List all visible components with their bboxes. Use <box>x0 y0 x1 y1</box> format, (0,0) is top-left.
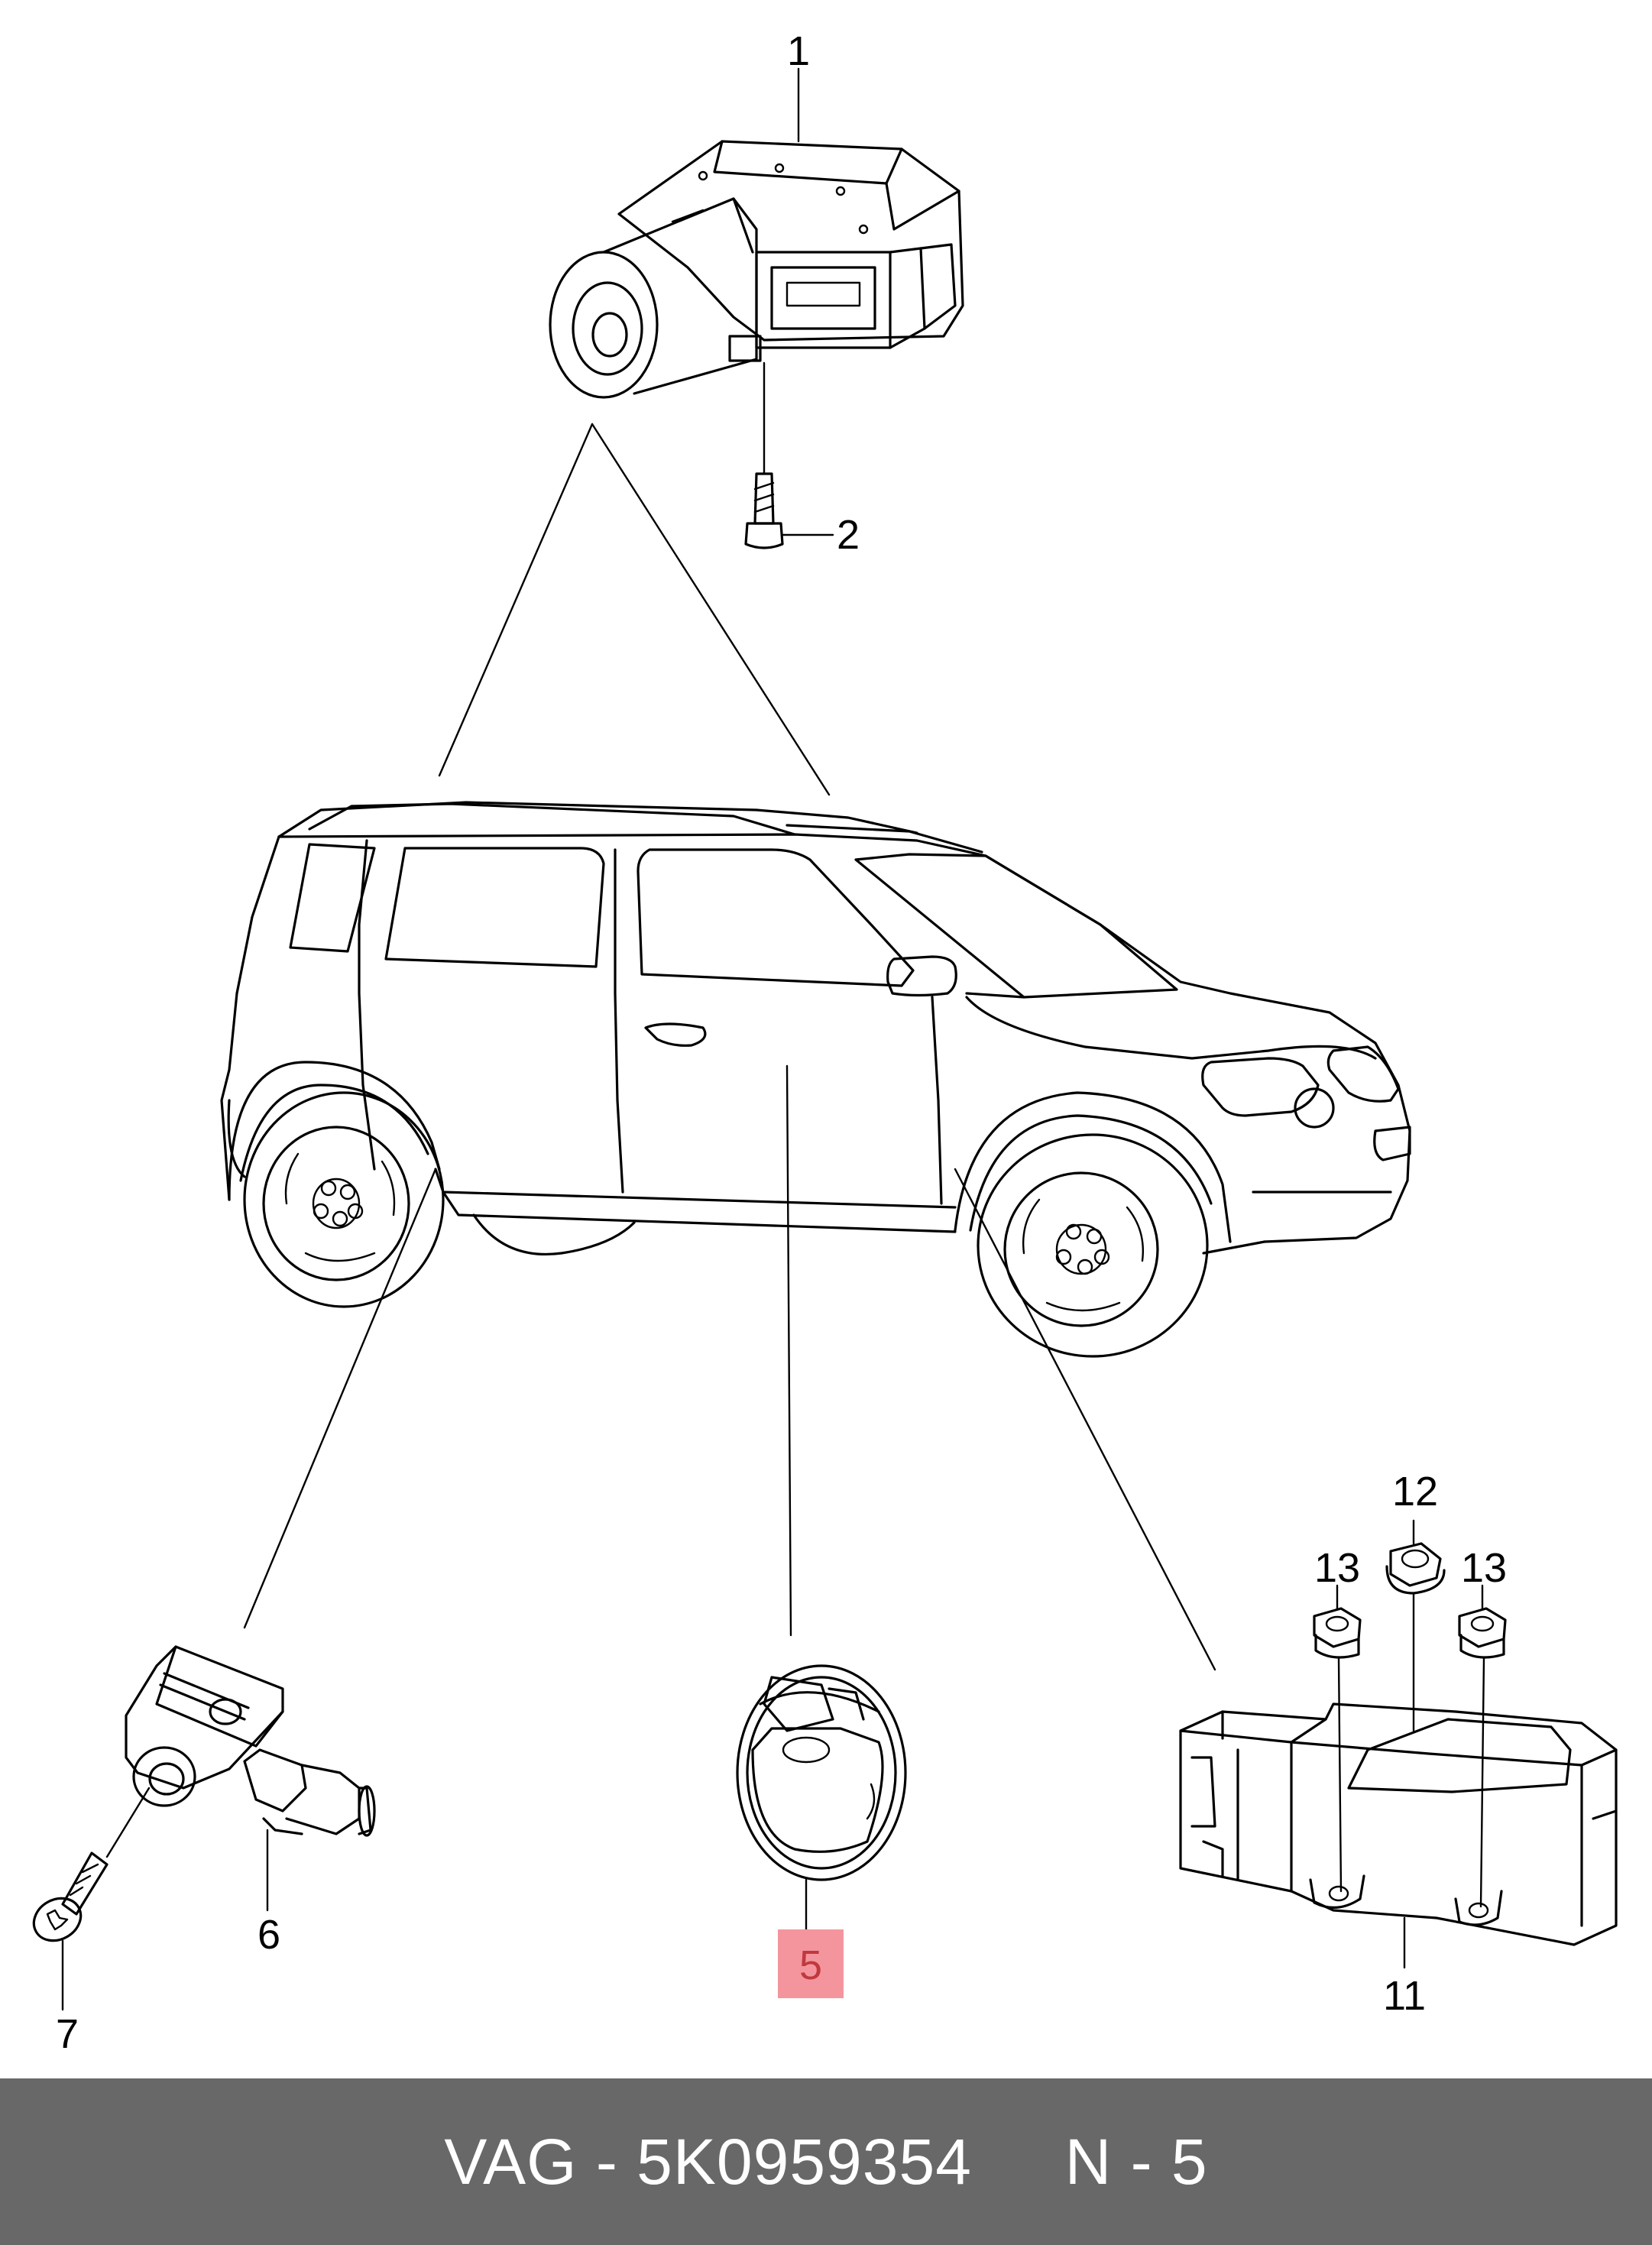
leader-line-5 <box>786 1064 792 1637</box>
rear-wheel <box>243 1091 445 1308</box>
part-2-screw[interactable] <box>744 472 784 549</box>
footer-part-number: VAG - 5K0959354 N - 5 <box>444 2125 1208 2198</box>
label-11: 11 <box>1383 1973 1426 2019</box>
leader-line-11 <box>954 1168 1216 1671</box>
front-wheel <box>977 1133 1209 1358</box>
leader-line-13b <box>1479 1657 1485 1908</box>
label-13-left: 13 <box>1314 1545 1360 1591</box>
part-13-nut-right[interactable] <box>1458 1607 1507 1659</box>
part-6-side-sensor[interactable] <box>125 1645 376 1837</box>
leader-line-6 <box>243 1168 437 1629</box>
label-7: 7 <box>56 2011 79 2057</box>
leader-line-13a <box>1337 1657 1343 1893</box>
part-5-round-sensor[interactable] <box>736 1664 907 1881</box>
label-1: 1 <box>787 28 810 74</box>
label-2: 2 <box>837 512 860 558</box>
label-6: 6 <box>258 1912 280 1958</box>
callout-line-left <box>438 423 594 777</box>
part-11-control-unit[interactable] <box>1179 1702 1618 1946</box>
part-1-actuator-motor[interactable] <box>549 140 964 399</box>
vehicle-suv <box>220 801 1411 1255</box>
leader-line-7-axis <box>105 1787 151 1858</box>
part-13-nut-left[interactable] <box>1313 1607 1362 1659</box>
label-13-right: 13 <box>1461 1545 1507 1591</box>
label-5-highlight <box>778 1929 844 1998</box>
label-5: 5 <box>799 1942 822 1988</box>
label-12: 12 <box>1392 1469 1438 1514</box>
part-12-flange-nut[interactable] <box>1385 1542 1446 1595</box>
footer-bar: VAG - 5K0959354 N - 5 <box>0 2078 1652 2245</box>
part-7-torx-screw[interactable] <box>26 1787 151 1949</box>
callout-line-right <box>591 423 831 796</box>
